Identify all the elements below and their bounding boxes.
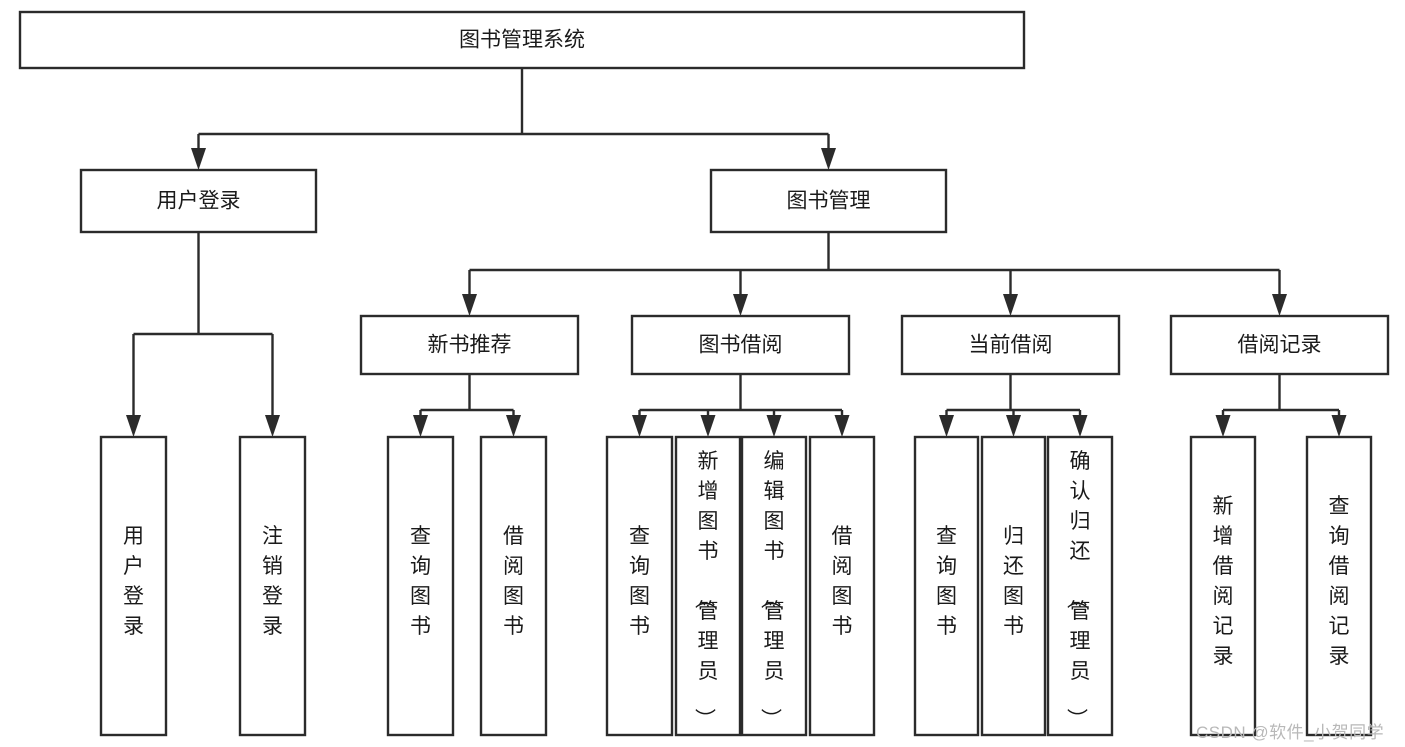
node-box[interactable] <box>479 435 548 737</box>
node-label: 用户登录 <box>123 525 144 638</box>
node-box[interactable] <box>99 435 168 737</box>
node-book-manage[interactable]: 图书管理 <box>709 168 948 234</box>
connector-group-new-book-recommend <box>413 374 521 437</box>
node-box[interactable] <box>709 168 948 234</box>
node-current-borrow[interactable]: 当前借阅 <box>900 314 1121 376</box>
node-leaf-confirm-return[interactable]: 确认归还（管理员） <box>1046 435 1114 737</box>
node-label: 查询借阅记录 <box>1329 495 1350 668</box>
node-leaf-user-login[interactable]: 用户登录 <box>99 435 168 737</box>
node-book-borrow[interactable]: 图书借阅 <box>630 314 851 376</box>
node-label: 图书借阅 <box>699 334 783 357</box>
node-box[interactable] <box>386 435 455 737</box>
node-label: 新书推荐 <box>428 334 512 357</box>
node-label: 查询图书 <box>936 525 957 638</box>
node-leaf-query-borrow-record[interactable]: 查询借阅记录 <box>1305 435 1373 737</box>
arrow-head-icon <box>1215 415 1231 437</box>
node-leaf-borrow-book-recommend[interactable]: 借阅图书 <box>479 435 548 737</box>
node-label: 用户登录 <box>157 190 241 213</box>
arrow-head-icon <box>733 294 748 316</box>
node-box[interactable] <box>238 435 307 737</box>
node-box[interactable] <box>1046 435 1114 737</box>
node-user-login[interactable]: 用户登录 <box>79 168 318 234</box>
node-borrow-record[interactable]: 借阅记录 <box>1169 314 1390 376</box>
connector-group-root <box>191 68 836 170</box>
arrow-head-icon <box>191 148 206 170</box>
node-box[interactable] <box>980 435 1047 737</box>
node-label: 查询图书 <box>410 525 431 638</box>
node-label: 借阅记录 <box>1238 334 1322 357</box>
connector-layer <box>126 68 1347 437</box>
node-label: 新增借阅记录 <box>1213 495 1234 668</box>
node-box[interactable] <box>630 314 851 376</box>
arrow-head-icon <box>126 415 141 437</box>
node-box[interactable] <box>79 168 318 234</box>
arrow-head-icon <box>506 415 521 437</box>
watermark-text: CSDN @软件_小贺同学 <box>1196 723 1385 742</box>
node-leaf-add-book[interactable]: 新增图书（管理员） <box>674 435 742 737</box>
node-leaf-return-book[interactable]: 归还图书 <box>980 435 1047 737</box>
arrow-head-icon <box>413 415 428 437</box>
arrow-head-icon <box>821 148 836 170</box>
node-leaf-query-book-borrow[interactable]: 查询图书 <box>605 435 674 737</box>
arrow-head-icon <box>1006 415 1021 437</box>
node-box[interactable] <box>808 435 876 737</box>
node-root[interactable]: 图书管理系统 <box>18 10 1026 70</box>
node-label: 确认归还（管理员） <box>1065 450 1091 729</box>
node-label: 新增图书（管理员） <box>693 450 719 729</box>
arrow-head-icon <box>265 415 280 437</box>
node-label: 图书管理系统 <box>459 29 585 52</box>
arrow-head-icon <box>1072 415 1088 437</box>
arrow-head-icon <box>834 415 850 437</box>
node-leaf-add-borrow-record[interactable]: 新增借阅记录 <box>1189 435 1257 737</box>
connector-group-book-manage <box>462 232 1287 316</box>
node-box[interactable] <box>605 435 674 737</box>
node-box[interactable] <box>1189 435 1257 737</box>
connector-group-book-borrow <box>632 374 850 437</box>
connector-group-borrow-record <box>1215 374 1347 437</box>
node-leaf-logout[interactable]: 注销登录 <box>238 435 307 737</box>
node-box[interactable] <box>1305 435 1373 737</box>
node-label: 编辑图书（管理员） <box>759 450 785 729</box>
node-label: 借阅图书 <box>503 525 524 638</box>
arrow-head-icon <box>939 415 954 437</box>
node-label: 注销登录 <box>262 525 283 638</box>
arrow-head-icon <box>632 415 647 437</box>
connector-group-current-borrow <box>939 374 1088 437</box>
node-box[interactable] <box>18 10 1026 70</box>
node-leaf-query-book-current[interactable]: 查询图书 <box>913 435 980 737</box>
node-box[interactable] <box>1169 314 1390 376</box>
node-leaf-edit-book[interactable]: 编辑图书（管理员） <box>740 435 808 737</box>
arrow-head-icon <box>700 415 716 437</box>
node-label: 查询图书 <box>629 525 650 638</box>
connector-group-user-login <box>126 232 280 437</box>
arrow-head-icon <box>1331 415 1347 437</box>
arrow-head-icon <box>462 294 477 316</box>
node-layer: 图书管理系统用户登录图书管理新书推荐图书借阅当前借阅借阅记录用户登录注销登录查询… <box>18 10 1390 737</box>
node-box[interactable] <box>740 435 808 737</box>
arrow-head-icon <box>1003 294 1018 316</box>
node-box[interactable] <box>359 314 580 376</box>
node-label: 当前借阅 <box>969 334 1053 357</box>
node-box[interactable] <box>900 314 1121 376</box>
node-label: 借阅图书 <box>832 525 853 638</box>
node-label: 归还图书 <box>1003 525 1024 638</box>
node-leaf-query-book-recommend[interactable]: 查询图书 <box>386 435 455 737</box>
node-new-book-recommend[interactable]: 新书推荐 <box>359 314 580 376</box>
node-label: 图书管理 <box>787 190 871 213</box>
arrow-head-icon <box>766 415 782 437</box>
node-leaf-borrow-book[interactable]: 借阅图书 <box>808 435 876 737</box>
node-box[interactable] <box>674 435 742 737</box>
node-box[interactable] <box>913 435 980 737</box>
arrow-head-icon <box>1272 294 1287 316</box>
